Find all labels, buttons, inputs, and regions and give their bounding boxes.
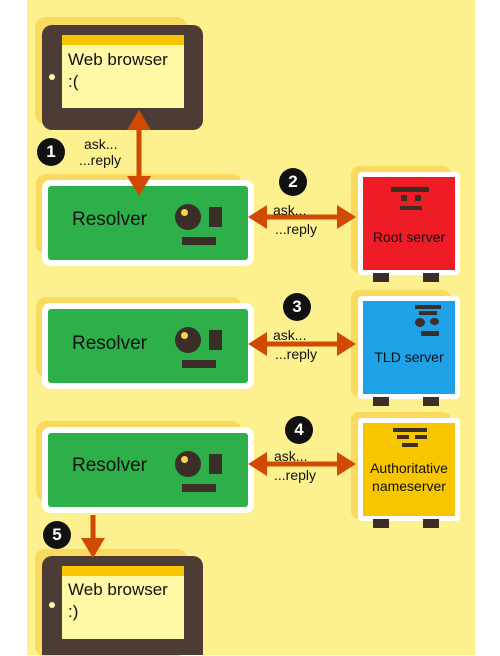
reply-label: ...reply bbox=[275, 346, 318, 362]
step-number-5: 5 bbox=[43, 521, 71, 549]
server-name-line1: Authoritative bbox=[370, 460, 448, 476]
resolver-label: Resolver bbox=[72, 333, 147, 354]
resolver-panel: Resolver bbox=[48, 309, 248, 383]
server-brow bbox=[419, 311, 437, 315]
server-name-line2: nameserver bbox=[372, 478, 446, 494]
resolver-label: Resolver bbox=[72, 209, 147, 230]
server-mouth bbox=[402, 443, 418, 447]
arrowhead-down bbox=[127, 176, 151, 196]
resolver-panel: Resolver bbox=[48, 186, 248, 260]
web-browser-tablet-top: Web browser :( bbox=[42, 25, 203, 130]
status-bar-icon bbox=[182, 237, 216, 245]
tld-server: TLD server bbox=[358, 296, 460, 399]
server-leg bbox=[423, 519, 439, 528]
home-button-icon bbox=[49, 74, 55, 80]
browser-title-bar bbox=[62, 566, 184, 582]
resolver-box-2: Resolver bbox=[42, 303, 254, 389]
server-eye bbox=[401, 195, 407, 201]
browser-title-bar bbox=[62, 35, 184, 51]
gear-icon bbox=[175, 204, 201, 230]
dns-diagram: Web browser :( Resolver Resolver Resolve… bbox=[27, 0, 475, 656]
server-brow bbox=[391, 187, 429, 192]
ask-label: ask... bbox=[273, 327, 307, 343]
arrowhead-right bbox=[337, 332, 356, 356]
gear-icon bbox=[175, 451, 201, 477]
server-leg bbox=[423, 397, 439, 406]
arrowhead-left bbox=[248, 205, 267, 229]
browser-title: Web browser bbox=[68, 50, 168, 69]
ask-label: ask... bbox=[274, 448, 308, 464]
ask-label: ask... bbox=[84, 136, 118, 152]
server-name: TLD server bbox=[374, 349, 444, 365]
arrowhead-right bbox=[337, 205, 356, 229]
server-brow bbox=[415, 305, 441, 309]
arrows-layer bbox=[81, 110, 356, 558]
ask-label: ask... bbox=[273, 202, 307, 218]
step-number-1: 1 bbox=[37, 138, 65, 166]
reply-label: ...reply bbox=[79, 152, 122, 168]
server-eye bbox=[415, 435, 427, 439]
step-number-2: 2 bbox=[279, 168, 307, 196]
server-brow bbox=[393, 428, 427, 432]
arrowhead-left bbox=[248, 332, 267, 356]
browser-title: Web browser bbox=[68, 580, 168, 599]
status-bar-icon bbox=[182, 360, 216, 368]
browser-status-sad: :( bbox=[68, 72, 79, 91]
chip-icon bbox=[209, 330, 222, 350]
reply-label: ...reply bbox=[274, 467, 317, 483]
server-leg bbox=[373, 273, 389, 282]
browser-screen: Web browser :( bbox=[62, 35, 184, 108]
chip-icon bbox=[209, 207, 222, 227]
arrowhead-up bbox=[127, 110, 151, 130]
server-eye bbox=[397, 435, 409, 439]
server-eye bbox=[415, 318, 425, 327]
server-eye bbox=[415, 195, 421, 201]
arrowhead-down bbox=[81, 538, 105, 558]
chip-icon bbox=[209, 454, 222, 474]
browser-status-happy: :) bbox=[68, 602, 79, 621]
resolver-label: Resolver bbox=[72, 455, 147, 476]
home-button-icon bbox=[49, 602, 55, 608]
status-bar-icon bbox=[182, 484, 216, 492]
server-leg bbox=[373, 397, 389, 406]
step-number-4: 4 bbox=[285, 416, 313, 444]
server-leg bbox=[423, 273, 439, 282]
resolver-panel: Resolver bbox=[48, 433, 248, 507]
arrowhead-right bbox=[337, 452, 356, 476]
server-mouth bbox=[421, 331, 439, 336]
server-mouth bbox=[400, 206, 422, 210]
step-number-3: 3 bbox=[283, 293, 311, 321]
server-leg bbox=[373, 519, 389, 528]
root-server: Root server bbox=[358, 172, 460, 275]
server-eye bbox=[430, 318, 439, 325]
resolver-box-1: Resolver bbox=[42, 180, 254, 266]
resolver-box-3: Resolver bbox=[42, 427, 254, 513]
arrowhead-left bbox=[248, 452, 267, 476]
browser-screen: Web browser :) bbox=[62, 566, 184, 639]
reply-label: ...reply bbox=[275, 221, 318, 237]
authoritative-nameserver: Authoritative nameserver bbox=[358, 418, 460, 521]
gear-icon bbox=[175, 327, 201, 353]
server-name: Root server bbox=[372, 229, 446, 245]
window-dots-icon bbox=[157, 569, 178, 587]
web-browser-tablet-bottom: Web browser :) bbox=[42, 556, 203, 655]
window-dots-icon bbox=[157, 38, 178, 56]
